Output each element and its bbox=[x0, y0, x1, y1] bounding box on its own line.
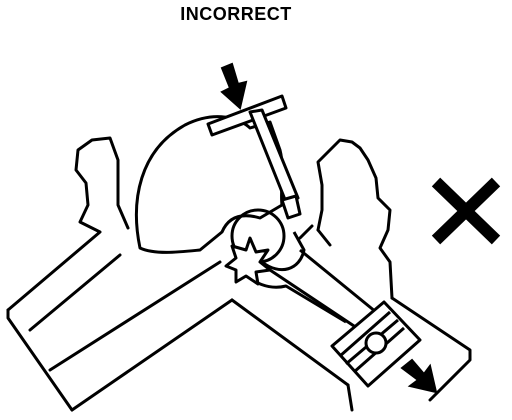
t-handle-tool-icon bbox=[206, 94, 302, 220]
pull-arrow-icon bbox=[400, 358, 438, 394]
x-mark-icon bbox=[431, 177, 501, 245]
connecting-rod bbox=[238, 231, 377, 332]
impact-burst-icon bbox=[224, 236, 272, 286]
engine-block-outline bbox=[6, 136, 472, 412]
piston bbox=[330, 300, 422, 388]
downward-arrow-icon bbox=[220, 62, 248, 110]
diagram-title: INCORRECT bbox=[180, 4, 292, 24]
